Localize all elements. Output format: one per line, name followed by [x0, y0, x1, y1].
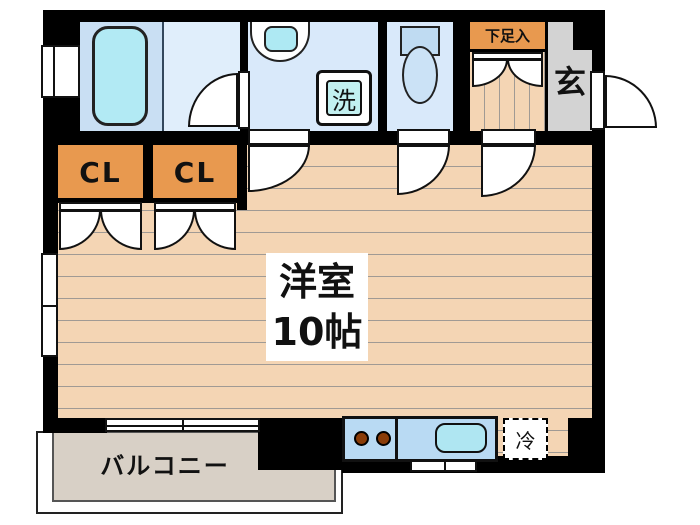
refrigerator-slot: 冷	[503, 418, 548, 460]
washing-machine-slot: 洗	[316, 70, 372, 126]
wall-closet-bottom	[43, 198, 247, 203]
kitchen-counter	[342, 416, 498, 462]
entry-door-leaf	[590, 71, 605, 130]
wall-closet-mid	[143, 145, 153, 202]
toilet-door-leaf	[397, 129, 450, 145]
entrance-genkan-upper	[548, 22, 573, 50]
room-side-window	[41, 253, 58, 357]
bathroom-window	[41, 45, 80, 98]
balcony-sliding-window	[105, 418, 260, 432]
wall-hall-genkan	[545, 22, 548, 131]
kitchen-counter-divider	[395, 419, 398, 459]
toilet-bowl	[402, 46, 438, 104]
entrance-label: 玄	[550, 58, 590, 102]
wall-closet-right	[237, 145, 247, 210]
stove-burner-left	[354, 431, 369, 446]
wall-toilet-hall	[453, 22, 470, 131]
wall-genkan-notch	[573, 22, 592, 50]
wall-bottom-left	[43, 418, 107, 433]
washing-machine-label: 洗	[326, 80, 362, 116]
washbasin-bowl	[264, 26, 298, 52]
closet-right: CL	[153, 145, 237, 200]
room-name: 洋室	[278, 260, 355, 304]
stove-burner-right	[376, 431, 391, 446]
closet-left: CL	[58, 145, 143, 200]
wall-washroom-toilet	[378, 22, 387, 131]
room-size: 10帖	[271, 310, 363, 354]
balcony-label: バルコニー	[100, 451, 230, 480]
wall-right	[592, 22, 605, 473]
entry-door-swing	[605, 75, 657, 128]
slider-center-tick	[182, 418, 184, 432]
room-label-box: 洋室 10帖	[266, 253, 368, 361]
bathroom-door-leaf	[238, 71, 250, 129]
wall-top	[43, 10, 605, 22]
wall-mid-band	[43, 131, 605, 145]
wall-fridge-right	[568, 418, 592, 462]
washroom-door-leaf	[248, 129, 310, 145]
shoe-cabinet: 下足入	[470, 22, 545, 52]
window-frame-line	[53, 47, 55, 96]
hall-door-leaf	[481, 129, 536, 145]
kitchen-sink	[435, 423, 487, 453]
kitchen-window-tick	[444, 460, 446, 472]
wall-balcony-kitchen	[258, 418, 342, 470]
window-sash-line	[43, 305, 56, 307]
bathtub	[92, 26, 148, 126]
